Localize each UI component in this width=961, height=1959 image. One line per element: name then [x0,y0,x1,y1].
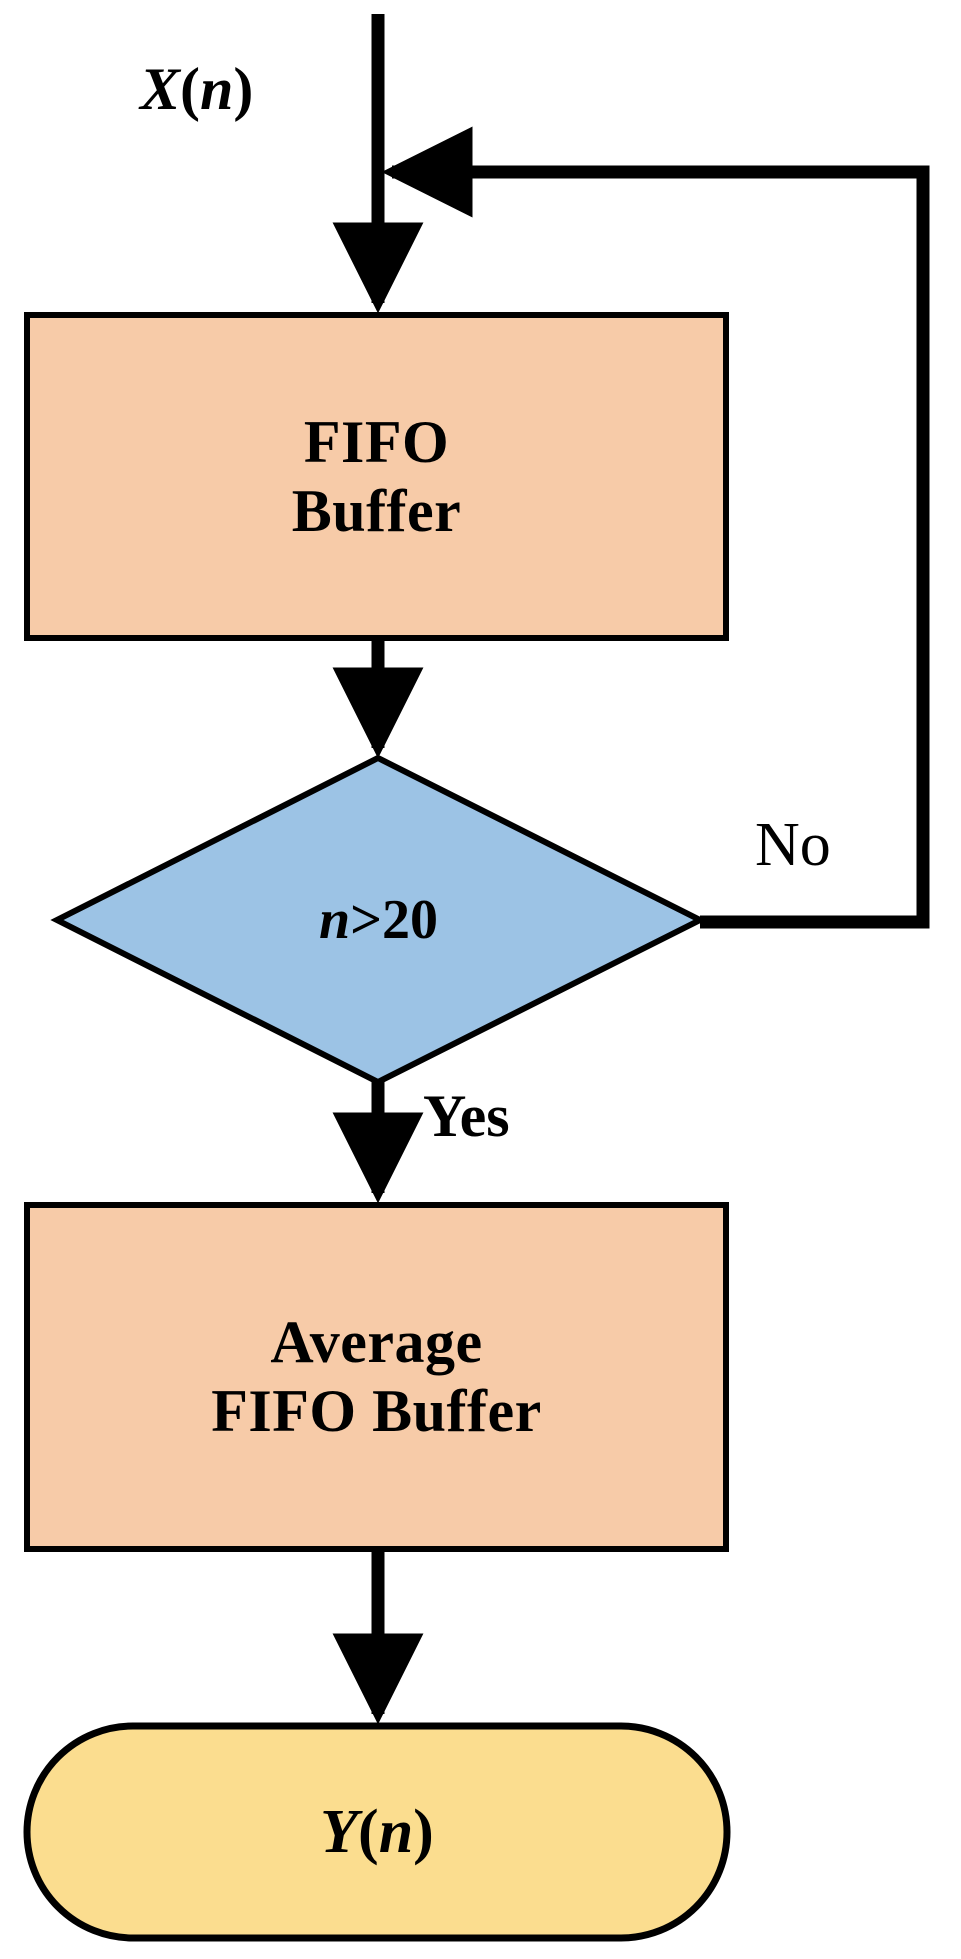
edge-label-yes: Yes [423,1083,510,1149]
node-output-yn [23,1722,731,1942]
edge-label-no: No [755,811,831,879]
edge-no-feedback-loop [381,126,930,929]
node-fifo-buffer [24,312,729,641]
edge-label-input-signal: X(n) [140,56,254,122]
node-decision-n-greater-20 [50,754,707,1086]
node-average-fifo-buffer [24,1202,729,1552]
